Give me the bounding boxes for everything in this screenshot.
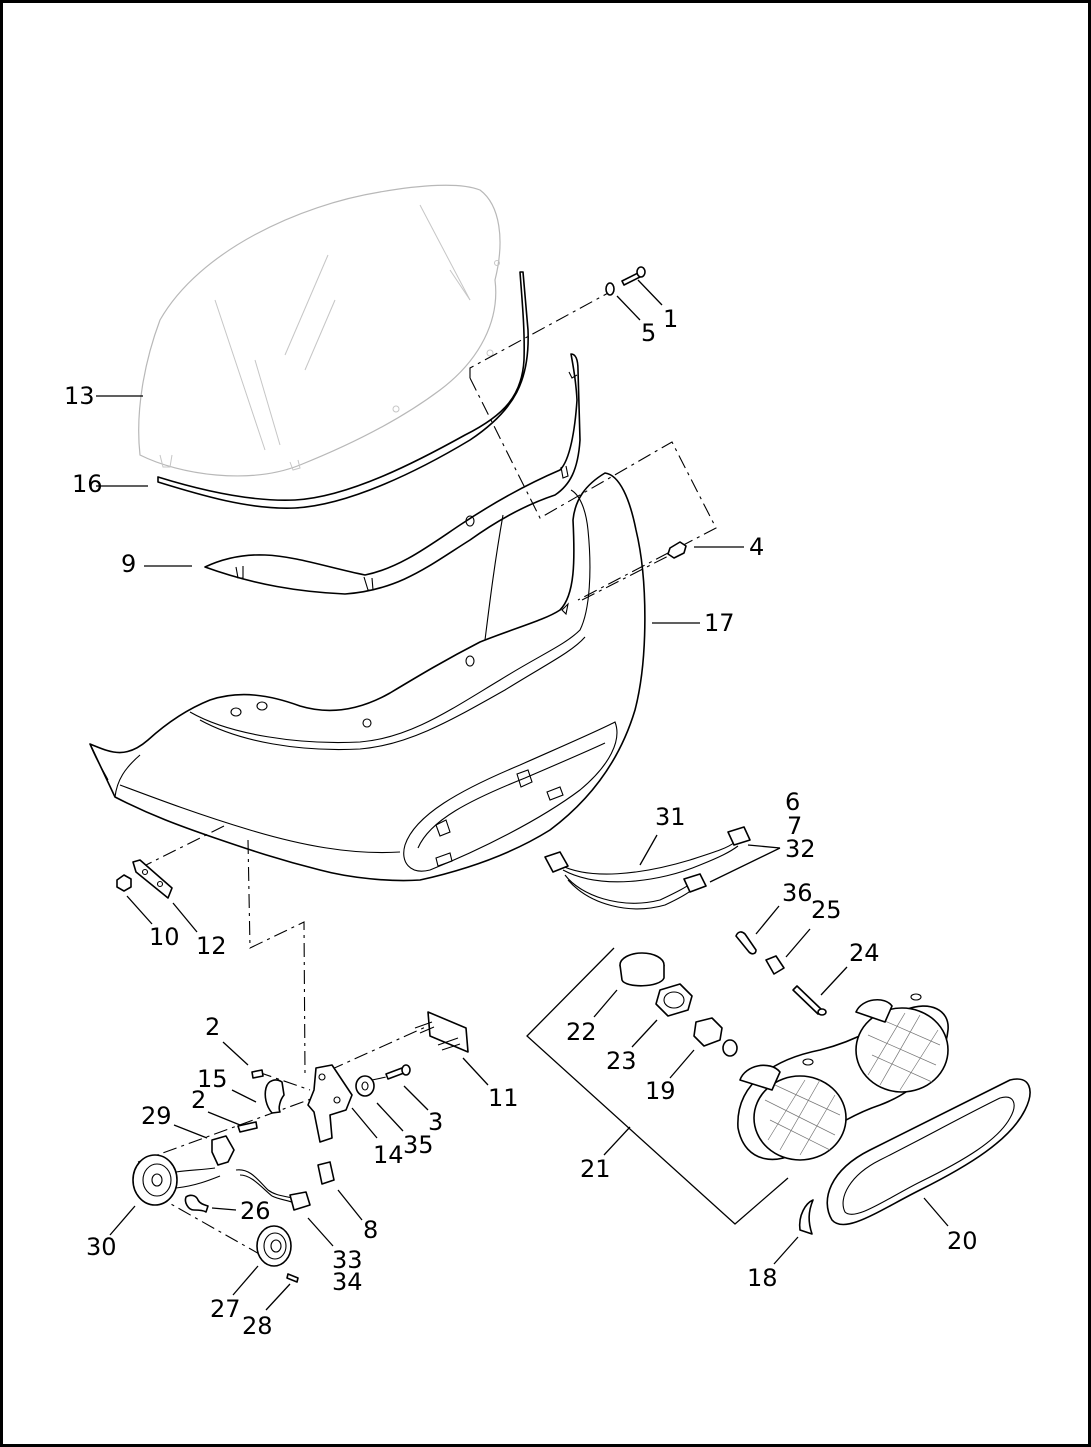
label-27: 27 [210,1295,241,1323]
label-30: 30 [86,1233,117,1261]
label-36: 36 [782,879,813,907]
bulb-socket-23 [655,983,693,1017]
label-35: 35 [403,1131,434,1159]
windshield-trim [157,271,529,509]
label-28: 28 [242,1312,273,1340]
label-32: 32 [785,835,816,863]
label-10: 10 [149,923,180,951]
assembly-bracket-21 [526,947,789,1225]
headlamp-bulb-19 [693,1017,738,1057]
label-23: 23 [606,1047,637,1075]
mount-bracket-14 [307,1064,353,1143]
label-2a: 2 [205,1013,220,1041]
label-33: 33 [332,1246,363,1274]
clamp-15 [264,1079,285,1114]
screw-2b [237,1121,258,1133]
windshield [138,184,501,477]
label-22: 22 [566,1018,597,1046]
label-17: 17 [704,609,735,637]
screw-24 [792,985,827,1016]
nut-10 [116,874,132,892]
label-11: 11 [488,1084,519,1112]
headlamp-housing [737,993,949,1161]
label-8: 8 [363,1216,378,1244]
turn-signal-housing-30 [132,1154,221,1206]
washer-5 [605,282,615,296]
label-18: 18 [747,1264,778,1292]
clip-25 [765,955,785,975]
pin-36 [735,931,757,955]
plate-12 [132,859,173,899]
label-31: 31 [655,803,686,831]
clip-8 [317,1161,335,1185]
label-7: 7 [787,812,802,840]
bracket-29 [211,1135,235,1166]
outer-fairing [89,472,646,882]
screw-2a [251,1069,264,1079]
bulb-26 [184,1194,209,1213]
retaining-ring-22 [619,952,665,987]
leader-lines [96,279,949,1311]
label-29: 29 [141,1102,172,1130]
label-2b: 2 [191,1086,206,1114]
lens-20 [826,1078,1031,1226]
washer-35 [355,1075,375,1097]
bracket-plate-11 [414,1011,469,1053]
label-16: 16 [72,470,103,498]
label-4: 4 [749,533,764,561]
label-34: 34 [332,1268,363,1296]
lens-27 [256,1225,292,1267]
label-1: 1 [663,305,678,333]
reference-labels: 1 5 13 16 9 4 17 6 7 31 32 10 12 36 25 2… [64,305,978,1340]
label-26: 26 [240,1197,271,1225]
label-3: 3 [428,1108,443,1136]
label-24: 24 [849,939,880,967]
label-9: 9 [121,550,136,578]
label-19: 19 [645,1077,676,1105]
label-21: 21 [580,1155,611,1183]
trim-ring-18 [798,1199,814,1235]
label-14: 14 [373,1141,404,1169]
label-12: 12 [196,932,227,960]
wire-harness-33 [235,1169,311,1211]
label-13: 13 [64,382,95,410]
screw-28 [286,1273,299,1283]
inner-trim-strip [204,353,581,595]
label-5: 5 [641,319,656,347]
label-20: 20 [947,1227,978,1255]
label-15: 15 [197,1065,228,1093]
screw-1 [621,266,646,286]
screw-3 [385,1064,411,1080]
headlamp-harness-31 [544,826,751,910]
nut-4 [667,541,687,559]
label-25: 25 [811,896,842,924]
label-6: 6 [785,788,800,816]
